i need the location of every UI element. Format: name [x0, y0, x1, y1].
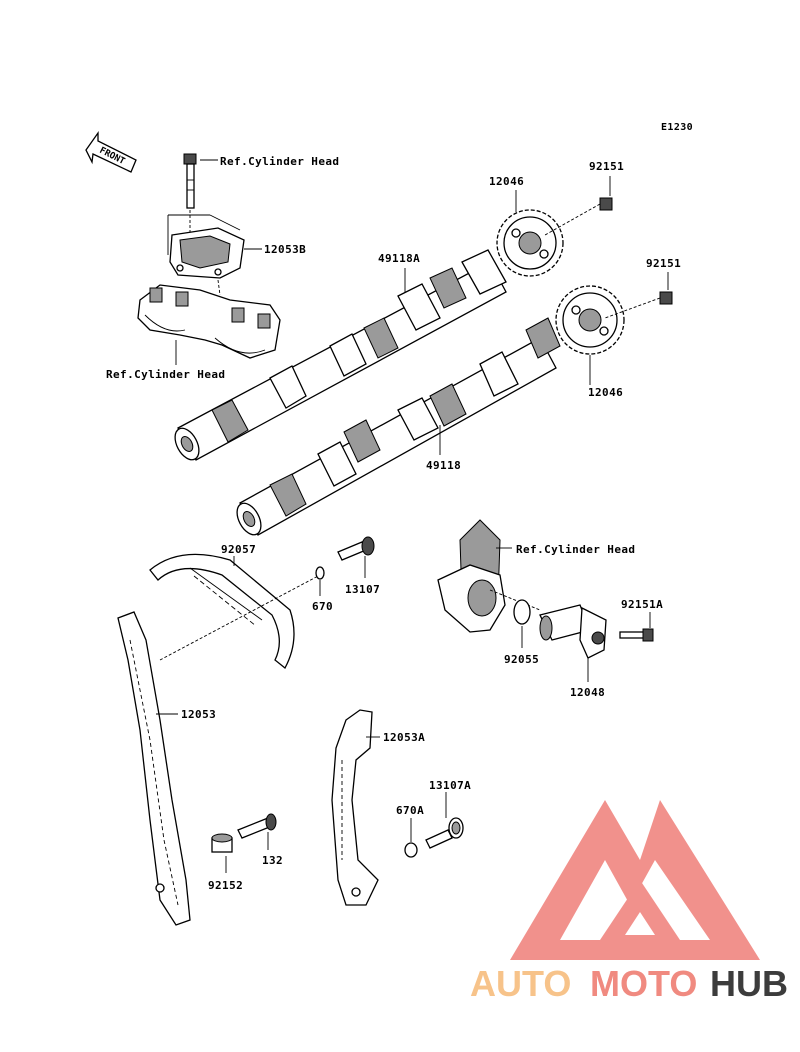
label-670: 670 [312, 600, 333, 613]
label-92151-mid: 92151 [646, 257, 681, 270]
label-92055: 92055 [504, 653, 539, 666]
label-12046-top: 12046 [489, 175, 524, 188]
watermark-auto: AUTO [470, 963, 571, 1004]
sprocket-bolt-upper [544, 197, 613, 236]
label-670A: 670A [396, 804, 424, 817]
gasket-92055 [513, 599, 531, 625]
label-12046-mid: 12046 [588, 386, 623, 399]
sprocket-upper [496, 209, 564, 277]
sprocket-bolt-lower [604, 291, 673, 319]
camshaft-exhaust [236, 317, 561, 536]
label-92151-top: 92151 [589, 160, 624, 173]
diagram-code: E1230 [661, 122, 693, 133]
camshaft-intake [174, 249, 507, 461]
chain-guide-bracket [169, 227, 245, 279]
watermark-logo [510, 800, 760, 960]
front-arrow-icon: FRONT [85, 130, 137, 173]
label-12053A: 12053A [383, 731, 425, 744]
collar-92152 [211, 833, 233, 853]
camshaft-cap [137, 284, 281, 359]
bolt-132 [237, 813, 277, 839]
chain-guide-long [117, 611, 191, 926]
cap-bolt [183, 153, 197, 209]
label-49118: 49118 [426, 459, 461, 472]
label-13107: 13107 [345, 583, 380, 596]
label-12053: 12053 [181, 708, 216, 721]
label-ref-head-left: Ref.Cylinder Head [106, 368, 225, 381]
watermark-moto: MOTO [590, 963, 697, 1004]
tensioner-bolt [619, 628, 654, 642]
label-ref-head-right: Ref.Cylinder Head [516, 543, 635, 556]
label-13107A: 13107A [429, 779, 471, 792]
oring-670 [315, 566, 325, 580]
watermark-text: AUTO MOTO HUB [470, 963, 788, 1004]
guide-bolt-13107A [425, 817, 464, 849]
cam-chain [149, 553, 295, 669]
chain-guide-upper [331, 709, 379, 906]
sprocket-lower [555, 285, 625, 355]
guide-bolt-13107 [337, 536, 375, 561]
watermark-hub: HUB [710, 963, 788, 1004]
label-49118A: 49118A [378, 252, 420, 265]
label-132: 132 [262, 854, 283, 867]
oring-670A [404, 842, 418, 858]
cylinder-head-section [437, 519, 506, 633]
label-12053B: 12053B [264, 243, 306, 256]
chain-tensioner [539, 604, 607, 659]
label-92151A: 92151A [621, 598, 663, 611]
label-92057: 92057 [221, 543, 256, 556]
label-92152: 92152 [208, 879, 243, 892]
label-12048: 12048 [570, 686, 605, 699]
label-ref-head-top: Ref.Cylinder Head [220, 155, 339, 168]
